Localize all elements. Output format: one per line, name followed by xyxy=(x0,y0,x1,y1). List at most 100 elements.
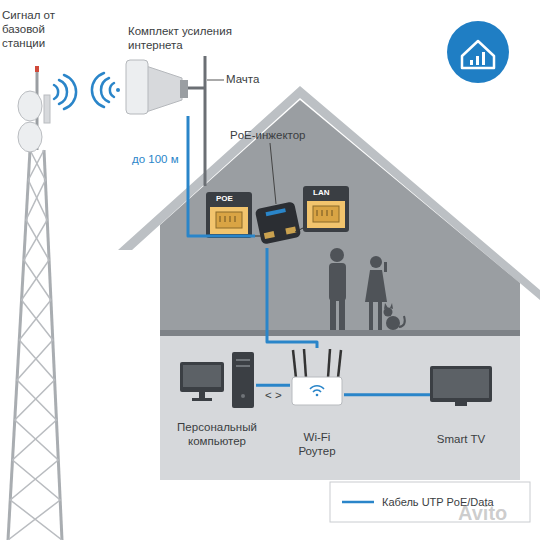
people-silhouettes xyxy=(339,298,345,330)
tv-icon xyxy=(430,366,492,406)
lan-port-callout xyxy=(303,186,349,232)
legend-box xyxy=(342,501,374,504)
home-internet-badge xyxy=(470,60,473,65)
antenna-dish xyxy=(126,60,148,114)
people-silhouettes xyxy=(369,300,373,330)
node-label: Wi-Fi Роутер xyxy=(292,430,342,458)
people-silhouettes xyxy=(329,263,346,301)
lan-port-callout xyxy=(327,210,328,216)
house xyxy=(160,336,520,480)
lan-port-callout xyxy=(303,186,349,232)
signal-waves xyxy=(54,85,58,99)
poe-port-callout xyxy=(206,192,252,238)
pc-icon xyxy=(180,362,224,392)
poe-injector xyxy=(270,143,276,204)
router-icon xyxy=(338,350,341,378)
cell-tower xyxy=(35,66,39,72)
people-silhouettes xyxy=(329,248,387,330)
house xyxy=(160,100,520,330)
router-icon xyxy=(304,349,306,378)
pc-icon xyxy=(199,392,205,398)
poe-injector xyxy=(255,201,302,245)
poe-port-callout xyxy=(210,207,248,234)
house xyxy=(160,330,520,336)
poe-injector xyxy=(285,227,296,235)
legend-text: Кабель UTP PoE/Data xyxy=(382,495,494,509)
mast xyxy=(204,56,207,186)
utp-cable xyxy=(256,384,290,387)
home-internet-badge xyxy=(476,56,479,65)
cell-tower xyxy=(44,150,62,540)
cell-tower xyxy=(18,122,42,152)
signal-source: Сигнал от базовой станции xyxy=(0,6,74,52)
lan-port-callout xyxy=(322,210,323,216)
mast-label: Мачта xyxy=(226,73,259,87)
cable-label: до 100 м xyxy=(132,152,179,166)
poe-port-callout xyxy=(230,216,231,222)
signal-waves xyxy=(64,75,76,109)
router-icon xyxy=(293,350,296,378)
pc-icon xyxy=(236,359,250,361)
node-label: Комплект усиления интернета xyxy=(128,24,246,52)
port-label: LAN xyxy=(313,188,329,198)
cell-tower xyxy=(8,150,60,540)
poe-port-callout xyxy=(225,216,226,222)
people-silhouettes xyxy=(365,270,387,302)
people-silhouettes xyxy=(370,256,382,268)
utp-cable xyxy=(267,248,317,348)
cat-silhouette xyxy=(384,303,388,309)
people-silhouettes xyxy=(378,300,382,330)
cell-tower xyxy=(18,91,42,121)
lan-port-callout xyxy=(332,210,333,216)
antenna-dish xyxy=(146,66,182,112)
antenna-dish xyxy=(126,60,188,114)
poe-injector xyxy=(255,201,302,245)
poe-port-callout xyxy=(216,212,242,228)
cat-silhouette xyxy=(390,303,393,309)
cable-label: < > xyxy=(265,388,282,402)
tv-icon xyxy=(455,402,467,406)
router-node: Wi-Fi Роутер xyxy=(290,348,344,408)
cell-tower xyxy=(8,150,30,540)
node-label: Персональный компьютер xyxy=(174,420,260,448)
cell-tower xyxy=(10,150,62,540)
tv-icon xyxy=(433,369,489,398)
antenna-dish xyxy=(180,80,188,98)
lan-port-callout xyxy=(313,206,339,222)
poe-port-callout xyxy=(206,192,252,238)
router-icon xyxy=(328,349,330,378)
pc-icon xyxy=(236,365,250,367)
lan-port-callout xyxy=(307,201,345,228)
tv-node: Smart TV xyxy=(430,364,492,408)
router-icon xyxy=(292,377,342,405)
poe-injector xyxy=(264,231,275,239)
poe-injector xyxy=(295,228,303,232)
antenna-kit: Комплект усиления интернета xyxy=(122,58,190,116)
poe-injector-node: PoE-инжектор xyxy=(255,198,301,248)
router-icon xyxy=(292,349,342,405)
pc-icon xyxy=(180,352,254,408)
computer-node: Персональный компьютер xyxy=(178,352,256,410)
node-label: Сигнал от базовой станции xyxy=(2,8,74,50)
pc-icon xyxy=(241,394,245,398)
cell-tower xyxy=(8,66,62,540)
cat-silhouette xyxy=(386,316,400,330)
poe-port-callout xyxy=(220,216,221,222)
signal-waves xyxy=(101,78,109,102)
signal-waves xyxy=(59,80,67,104)
signal-waves xyxy=(92,73,104,107)
signal-waves xyxy=(54,73,120,109)
poe-port-callout xyxy=(235,216,236,222)
router-icon xyxy=(316,394,319,397)
tv-icon xyxy=(430,366,492,402)
home-internet-badge xyxy=(462,41,494,68)
lan-port-callout xyxy=(317,210,318,216)
people-silhouettes xyxy=(330,298,336,330)
poe-injector xyxy=(252,143,303,245)
signal-waves xyxy=(116,88,120,92)
utp-cable xyxy=(344,393,430,396)
router-icon xyxy=(313,390,321,392)
